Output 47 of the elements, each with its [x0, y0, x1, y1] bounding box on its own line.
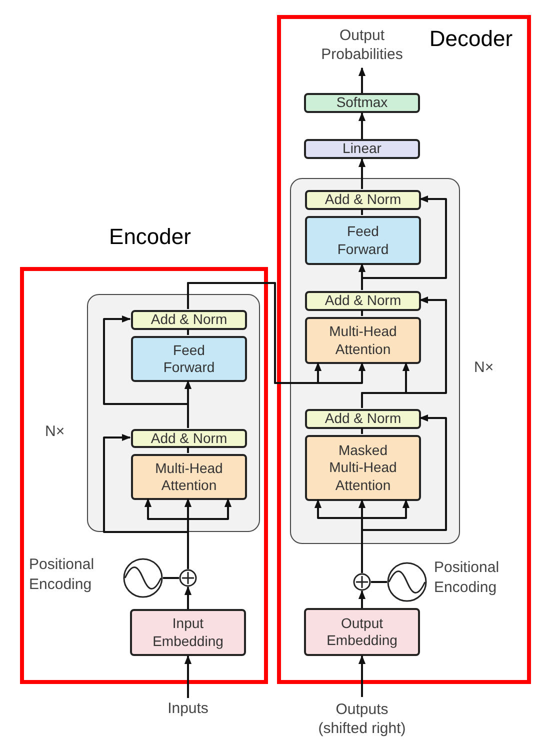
- arrow: [184, 655, 192, 698]
- layer-stack-panel: [290, 178, 460, 544]
- connector-line: [361, 209, 363, 215]
- plus-circle-icon: [179, 569, 197, 587]
- arrow: [187, 282, 366, 384]
- add-norm-box: Add & Norm: [305, 409, 421, 429]
- repeat-label: N×: [45, 422, 66, 442]
- connector-line: [187, 447, 189, 453]
- add-norm-box: Add & Norm: [131, 429, 247, 448]
- feed-forward-box: Feed Forward: [131, 336, 247, 382]
- connector-line: [187, 329, 189, 335]
- side-label: Positional Encoding: [434, 558, 500, 597]
- repeat-label: N×: [474, 358, 495, 378]
- arrow: [184, 586, 192, 609]
- arrow: [103, 315, 189, 428]
- softmax-box: Softmax: [304, 93, 420, 113]
- connector-line: [163, 577, 179, 579]
- output-label: Outputs (shifted right): [310, 697, 414, 741]
- arrow: [358, 590, 366, 608]
- connector-line: [361, 310, 363, 316]
- add-norm-box: Add & Norm: [305, 190, 421, 210]
- input-label: Inputs: [154, 698, 222, 720]
- section-heading: Decoder: [428, 25, 514, 53]
- embedding-box: Output Embedding: [304, 608, 420, 656]
- add-norm-box: Add & Norm: [305, 291, 421, 311]
- arrow: [361, 195, 447, 290]
- arrow: [358, 112, 366, 139]
- section-heading: Encoder: [108, 223, 192, 251]
- plus-circle-icon: [353, 573, 371, 591]
- arrow: [358, 158, 366, 189]
- linear-box: Linear: [304, 139, 420, 159]
- connector-line: [361, 428, 363, 434]
- arrow: [358, 655, 366, 697]
- arrow: [358, 67, 366, 93]
- side-label: Positional Encoding: [29, 555, 96, 594]
- embedding-box: Input Embedding: [130, 609, 246, 656]
- attention-box: Multi-Head Attention: [305, 317, 421, 364]
- output-label: Output Probabilities: [302, 22, 422, 68]
- connector-line: [371, 581, 387, 583]
- attention-box: Multi-Head Attention: [131, 454, 247, 500]
- attention-box: Masked Multi-Head Attention: [305, 435, 421, 501]
- sine-wave-icon: [123, 558, 163, 598]
- arrow: [361, 296, 447, 408]
- feed-forward-box: Feed Forward: [305, 216, 421, 265]
- layer-stack-panel: [87, 294, 260, 532]
- add-norm-box: Add & Norm: [131, 310, 247, 330]
- sine-wave-icon: [387, 562, 427, 602]
